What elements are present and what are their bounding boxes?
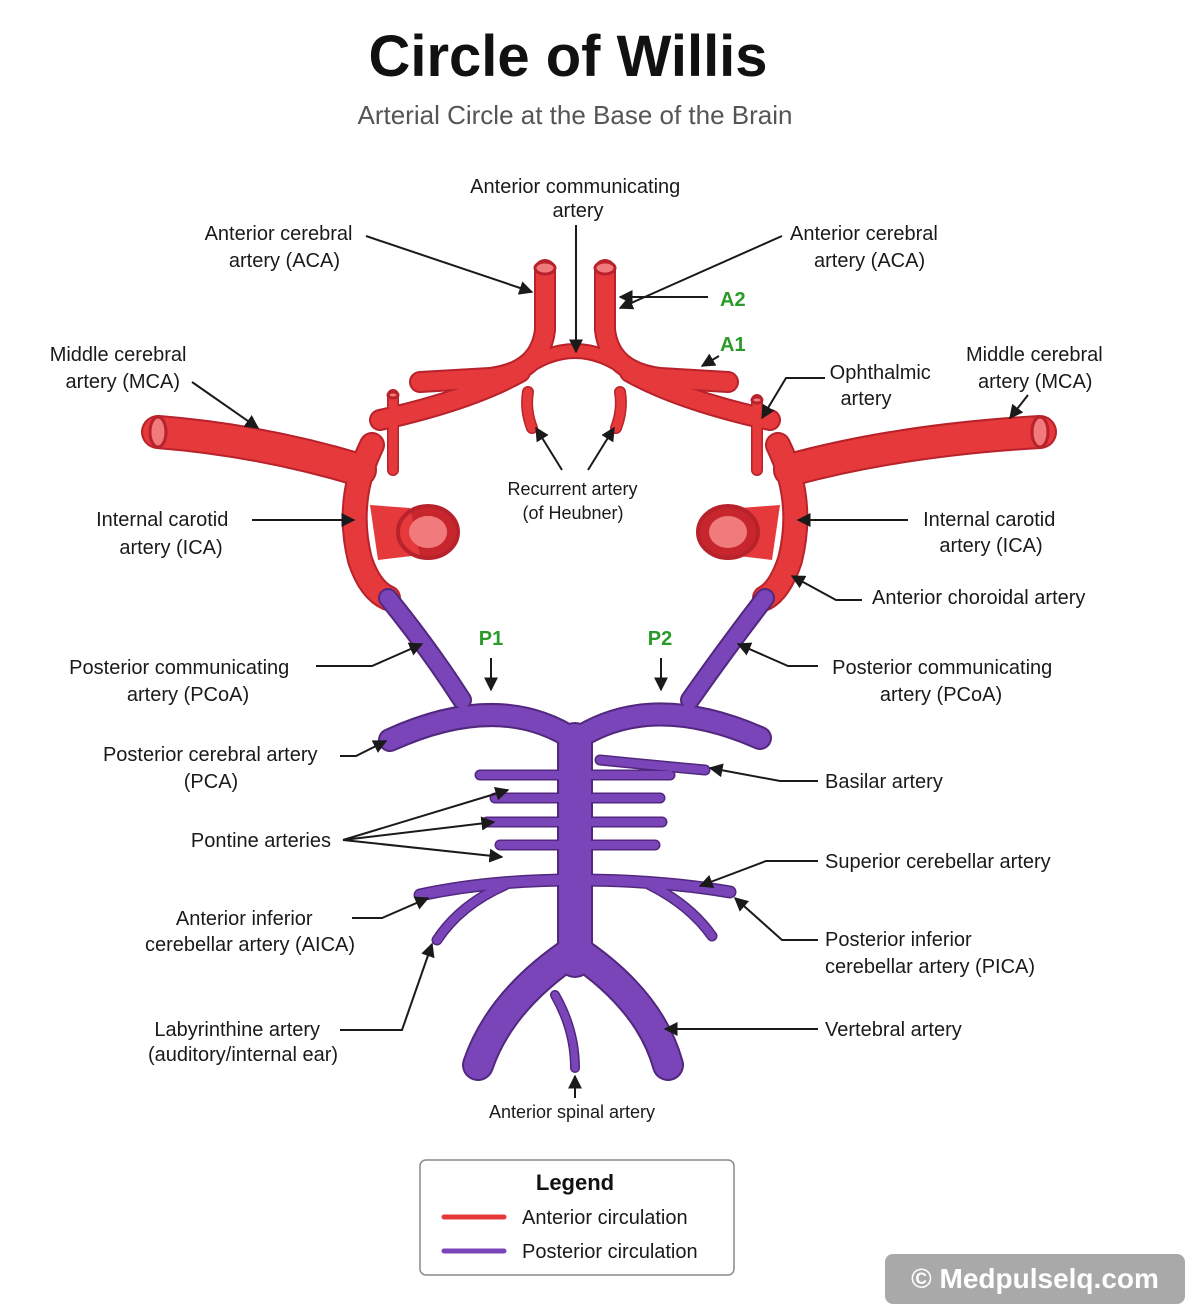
label-ica-right: Internal carotid artery (ICA): [923, 509, 1061, 557]
label-aica: Anterior inferior cerebellar artery (AIC…: [145, 908, 355, 956]
label-vertebral: Vertebral artery: [825, 1019, 962, 1041]
legend-title: Legend: [536, 1170, 614, 1195]
watermark-text: © Medpulselq.com: [911, 1263, 1159, 1294]
label-ica-left: Internal carotid artery (ICA): [96, 509, 234, 559]
vessel-end-caps: [148, 260, 1050, 449]
diagram-subtitle: Arterial Circle at the Base of the Brain: [358, 100, 793, 130]
label-sca: Superior cerebellar artery: [825, 851, 1051, 873]
labels: Anterior communicating artery Anterior c…: [50, 176, 1108, 1122]
segment-p2: P2: [648, 628, 672, 650]
label-mca-right: Middle cerebral artery (MCA): [966, 344, 1108, 393]
legend-label-posterior: Posterior circulation: [522, 1241, 698, 1263]
label-mca-left: Middle cerebral artery (MCA): [50, 344, 192, 393]
label-recurrent: Recurrent artery (of Heubner): [507, 479, 642, 523]
label-aca-right: Anterior cerebral artery (ACA): [790, 223, 943, 272]
legend-box: [419, 1159, 735, 1276]
label-aca-left: Anterior cerebral artery (ACA): [205, 223, 358, 272]
leader-lines: [191, 225, 1029, 1098]
label-basilar: Basilar artery: [825, 771, 943, 793]
label-anterior-choroidal: Anterior choroidal artery: [872, 587, 1085, 609]
ica-right-cut-end: [696, 504, 780, 560]
legend: Legend Anterior circulation Posterior ci…: [419, 1159, 735, 1276]
label-pcoa-left: Posterior communicating artery (PCoA): [69, 657, 295, 706]
legend-label-anterior: Anterior circulation: [522, 1207, 688, 1229]
segment-a1: A1: [720, 334, 746, 356]
segment-a2: A2: [720, 289, 746, 311]
diagram-title: Circle of Willis: [368, 24, 767, 89]
ica-left-cut-end: [370, 504, 460, 560]
label-anterior-spinal: Anterior spinal artery: [489, 1102, 655, 1122]
label-ophthalmic: Ophthalmic artery: [830, 362, 937, 410]
label-pontine: Pontine arteries: [191, 830, 331, 852]
label-labyrinthine: Labyrinthine artery (auditory/internal e…: [148, 1019, 338, 1066]
label-pca: Posterior cerebral artery (PCA): [103, 744, 323, 793]
posterior-circulation-vessels: [378, 588, 775, 1081]
label-pica: Posterior inferior cerebellar artery (PI…: [825, 929, 1035, 978]
segment-p1: P1: [479, 628, 503, 650]
anterior-circulation-vessels: [141, 259, 1057, 611]
watermark: © Medpulselq.com: [885, 1254, 1185, 1304]
label-pcoa-right: Posterior communicating artery (PCoA): [832, 657, 1058, 706]
watermark-badge: [885, 1254, 1185, 1304]
label-acom: Anterior communicating artery: [470, 176, 686, 222]
